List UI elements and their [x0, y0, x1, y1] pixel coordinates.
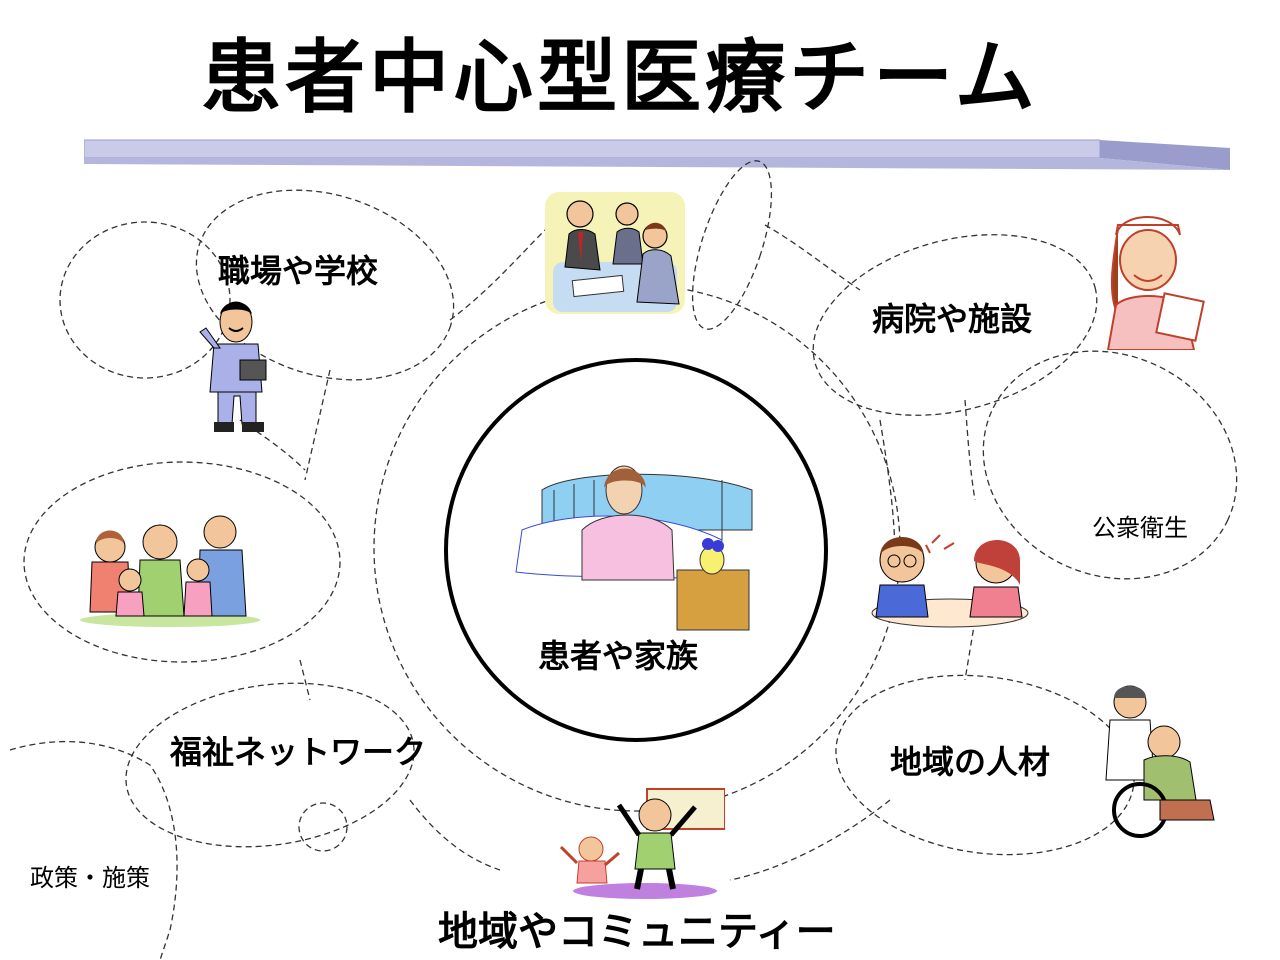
public-health-label: 公衆衛生 [1092, 514, 1188, 542]
welfare-network-label: 福祉ネットワーク [170, 733, 427, 771]
policy-blob [9, 740, 178, 960]
community-label: 地域やコミュニティー [438, 909, 836, 955]
local-talent-label: 地域の人材 [890, 743, 1051, 781]
page-title: 患者中心型医療チーム [201, 31, 1039, 124]
workplace-school-blob [195, 189, 455, 381]
patient-family-circle [444, 358, 828, 742]
welfare-network-blob [125, 682, 415, 848]
patient-family-label: 患者や家族 [538, 637, 699, 675]
hospital-facility-blob [812, 234, 1098, 416]
workplace-school-outer-blob [59, 221, 231, 379]
children-playing-icon [559, 788, 725, 899]
family-blob [23, 461, 341, 663]
patient-in-bed-icon [515, 465, 753, 631]
policy-label: 政策・施策 [30, 864, 150, 892]
teacher-icon [199, 301, 267, 432]
nurse-icon [1106, 216, 1205, 350]
family-icon [80, 515, 260, 627]
meeting-leaf [691, 160, 773, 330]
title-underline-bar [84, 139, 1230, 170]
welfare-small-node [298, 802, 348, 852]
business-meeting-icon [545, 192, 685, 314]
hospital-facility-label: 病院や施設 [872, 300, 1033, 338]
consultation-icon [871, 534, 1029, 628]
workplace-school-label: 職場や学校 [218, 252, 379, 290]
public-health-blob [982, 350, 1238, 580]
wheelchair-caregiver-icon [1105, 685, 1215, 838]
